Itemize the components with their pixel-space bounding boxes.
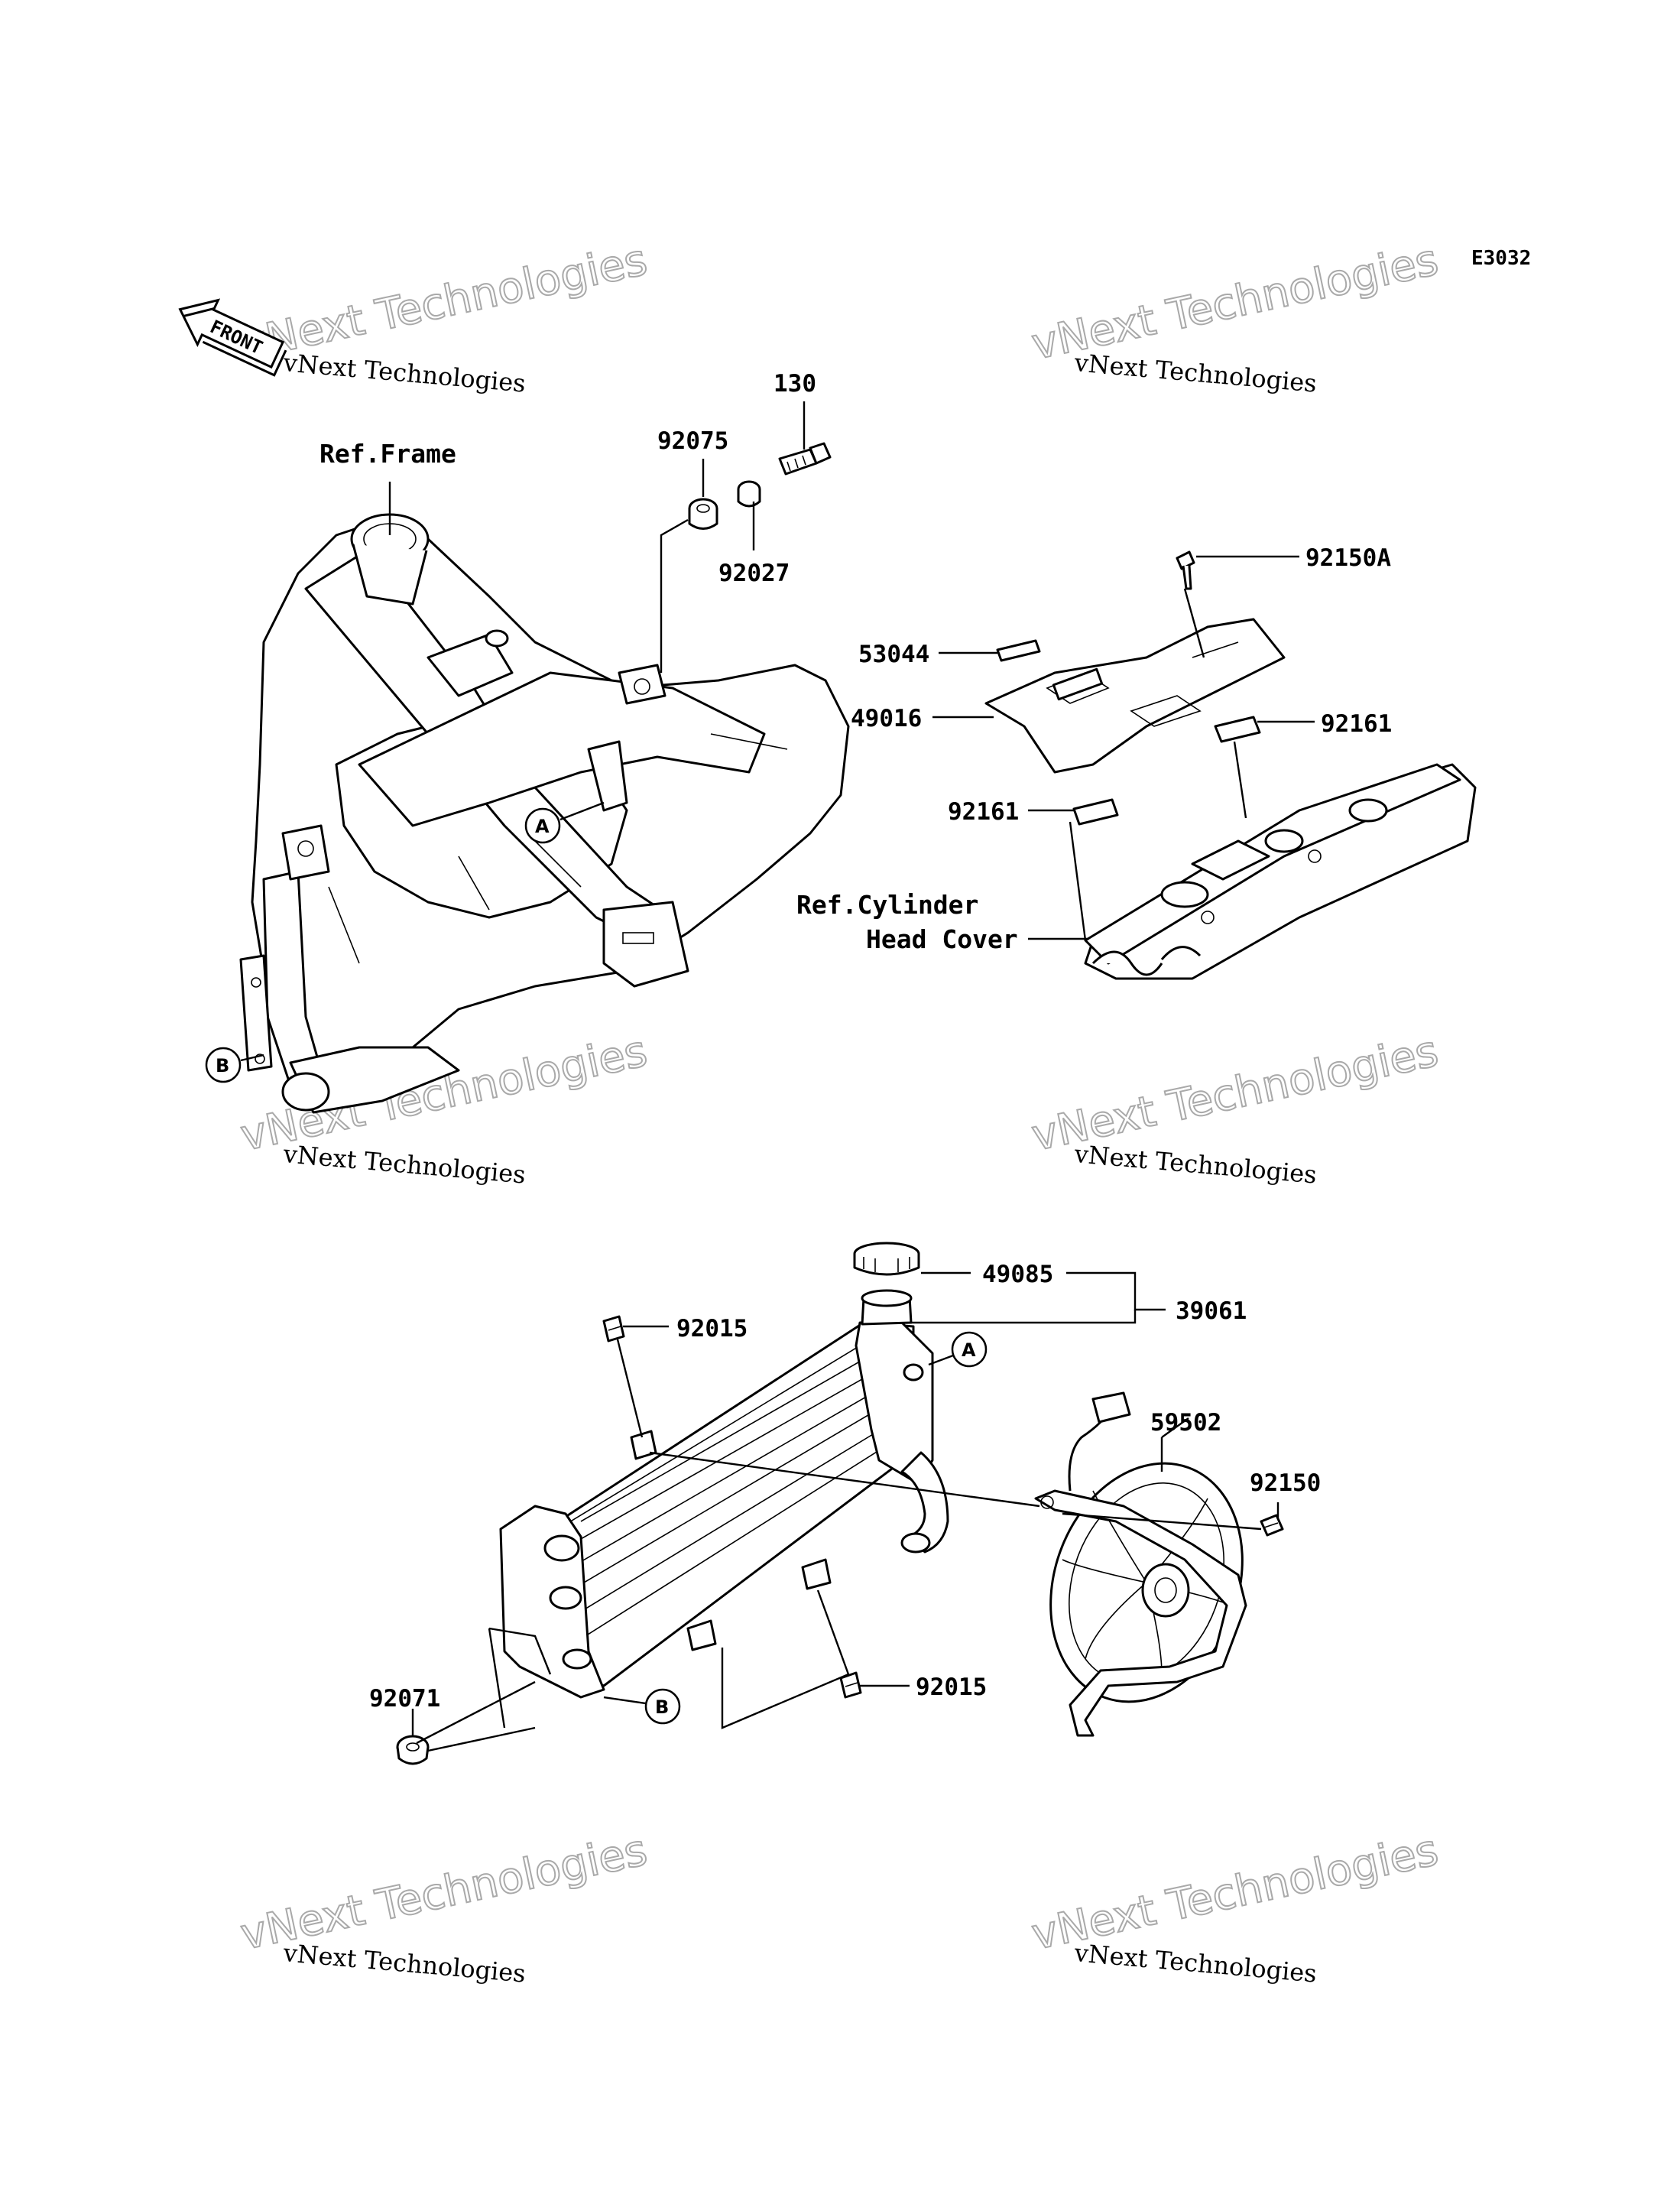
callout-a-text: A bbox=[535, 816, 550, 837]
callout-b-text: B bbox=[216, 1055, 229, 1076]
heat-shield-49016-drawing bbox=[984, 618, 1286, 774]
callout-a-bottom: A bbox=[951, 1331, 988, 1368]
watermark-small-text: vNext Technologies bbox=[281, 1938, 527, 1989]
callout-a-text: A bbox=[962, 1339, 976, 1361]
part-92075-label: 92075 bbox=[657, 427, 728, 455]
part-59502-label: 59502 bbox=[1150, 1409, 1221, 1437]
radiator-cap-49085-icon bbox=[853, 1242, 920, 1276]
part-92015-bottom-label: 92015 bbox=[916, 1674, 987, 1701]
bolt-130-icon bbox=[778, 442, 832, 476]
callout-b-top: B bbox=[205, 1047, 242, 1083]
clip-92015-top-icon bbox=[602, 1315, 625, 1343]
watermark-top-left: vNext Technologies vNext Technologies bbox=[235, 235, 652, 398]
part-92161-right-label: 92161 bbox=[1321, 710, 1392, 738]
bolt-92150-icon bbox=[1260, 1514, 1284, 1537]
frame-drawing bbox=[239, 513, 850, 1114]
part-92027-label: 92027 bbox=[718, 560, 790, 587]
ref-cylinder-label-line1: Ref.Cylinder bbox=[796, 890, 978, 920]
part-130-label: 130 bbox=[774, 370, 816, 398]
clip-92015-bottom-icon bbox=[839, 1671, 862, 1699]
part-92150A-label: 92150A bbox=[1305, 544, 1391, 572]
part-92161-left-label: 92161 bbox=[948, 798, 1019, 826]
part-49085-label: 49085 bbox=[982, 1261, 1053, 1288]
part-53044-label: 53044 bbox=[858, 641, 929, 668]
part-49016-label: 49016 bbox=[851, 705, 922, 732]
callout-b-bottom: B bbox=[644, 1688, 681, 1725]
part-92071-label: 92071 bbox=[369, 1685, 440, 1713]
part-92150-label: 92150 bbox=[1250, 1469, 1321, 1497]
watermark-bottom-left: vNext Technologies vNext Technologies bbox=[235, 1825, 652, 1989]
callout-b-text: B bbox=[655, 1696, 669, 1718]
watermark-small-text: vNext Technologies bbox=[281, 348, 527, 398]
ref-frame-label: Ref.Frame bbox=[319, 439, 456, 469]
bolt-92150A-icon bbox=[1176, 550, 1195, 590]
insulator-53044-icon bbox=[996, 639, 1041, 662]
watermark-bottom-right: vNext Technologies vNext Technologies bbox=[1026, 1825, 1443, 1989]
diagram-code: E3032 bbox=[1471, 247, 1531, 270]
radiator-drawing bbox=[499, 1289, 949, 1699]
grommet-92075-icon bbox=[688, 498, 718, 530]
part-92015-top-label: 92015 bbox=[676, 1315, 748, 1343]
leader-lines bbox=[240, 401, 1315, 1752]
callout-a-top: A bbox=[524, 807, 561, 844]
pad-92161-left-icon bbox=[1072, 798, 1119, 826]
pad-92161-right-icon bbox=[1214, 716, 1261, 743]
cylinder-head-cover-drawing bbox=[1084, 763, 1477, 980]
part-39061-label: 39061 bbox=[1176, 1297, 1247, 1325]
ref-cylinder-label-line2: Head Cover bbox=[866, 924, 1018, 954]
fan-59502-drawing bbox=[1034, 1391, 1247, 1737]
collar-92027-icon bbox=[737, 480, 761, 508]
watermark-mid-right: vNext Technologies vNext Technologies bbox=[1026, 1026, 1443, 1190]
watermark-small-text: vNext Technologies bbox=[1072, 1938, 1318, 1989]
watermark-small-text: vNext Technologies bbox=[1072, 348, 1318, 398]
watermark-small-text: vNext Technologies bbox=[281, 1139, 527, 1190]
watermark-small-text: vNext Technologies bbox=[1072, 1139, 1318, 1190]
watermark-top-right: vNext Technologies vNext Technologies bbox=[1026, 235, 1443, 398]
